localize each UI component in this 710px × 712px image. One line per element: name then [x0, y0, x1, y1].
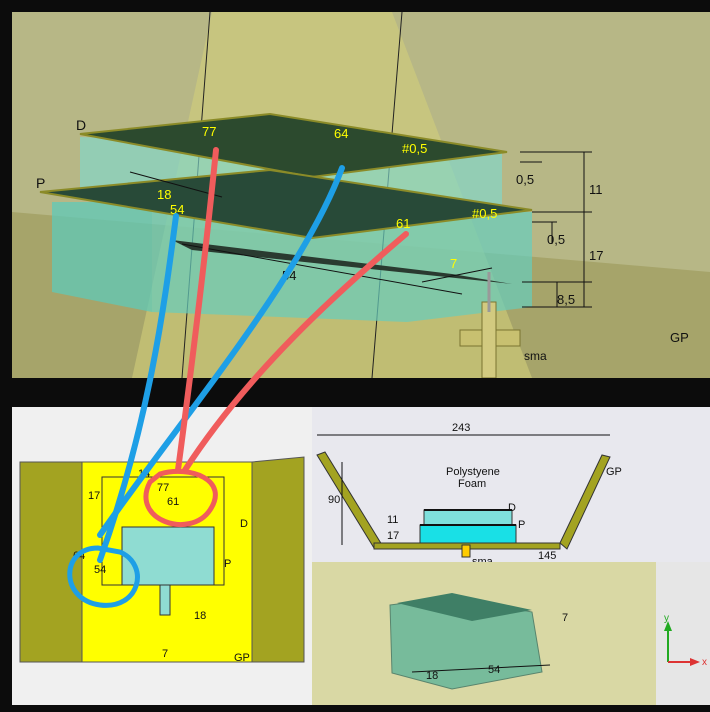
section-sma — [461, 544, 471, 558]
section-dim-top-width: 243 — [452, 422, 470, 434]
dim-p-width: 54 — [170, 202, 184, 217]
dim-feed-length: 54 — [282, 268, 296, 283]
dim-p-length: 61 — [396, 216, 410, 231]
plan-patch — [121, 526, 215, 586]
iso-dim-feed-7: 7 — [562, 612, 568, 624]
section-label-patch: P — [518, 519, 525, 531]
plan-feed — [159, 584, 171, 616]
section-foam-upper — [423, 509, 513, 527]
label-patch: P — [36, 175, 45, 191]
label-director: D — [76, 117, 86, 133]
iso-director-plate — [397, 593, 532, 621]
plan-gp-left — [19, 461, 83, 663]
section-foam-lower — [419, 524, 517, 544]
iso-dim-feed-54: 54 — [488, 664, 500, 676]
plan-gp-right — [251, 456, 305, 663]
section-gp-right — [559, 454, 611, 550]
axis-x-arrow — [690, 658, 700, 666]
dim-gap-18: 18 — [157, 187, 171, 202]
dim-d-width: 77 — [202, 124, 216, 139]
dim-h-17: 17 — [589, 248, 603, 263]
plan-dim-feed-18: 18 — [194, 610, 206, 622]
dim-d-length: 64 — [334, 126, 348, 141]
section-dim-height: 90 — [328, 494, 340, 506]
section-foam-label-1: Polystyene — [446, 466, 500, 478]
plan-dim-d-length: 64 — [73, 550, 85, 562]
top-3d-svg: D P GP sma 77 64 #0,5 54 61 #0,5 18 54 7… — [12, 12, 710, 378]
axis-x-label: x — [702, 657, 707, 668]
dim-h-85: 8,5 — [557, 292, 575, 307]
section-label-gp: GP — [606, 466, 622, 478]
director-plate — [79, 112, 508, 179]
plan-label-gp: GP — [234, 652, 250, 664]
dim-t1: 0,5 — [516, 172, 534, 187]
plan-dim-feed-7: 7 — [162, 648, 168, 660]
label-sma: sma — [524, 349, 547, 363]
axis-y-arrow — [664, 621, 672, 631]
section-foam-label-2: Foam — [458, 478, 486, 490]
sma-connector — [481, 301, 497, 378]
section-dim-base: 145 — [538, 550, 556, 562]
plan-dim-offset-17: 17 — [88, 490, 100, 502]
iso-axes-bg — [656, 562, 710, 705]
axis-y-label: y — [664, 613, 669, 624]
dim-line-feed-width — [421, 267, 493, 283]
dim-t2: 0,5 — [547, 232, 565, 247]
section-dim-h-11: 11 — [387, 514, 398, 526]
bottom-svg: 14 17 77 61 64 54 18 7 D P GP 243 90 11 … — [12, 407, 710, 705]
plan-dim-d-width: 77 — [157, 482, 169, 494]
iso-dim-line — [411, 664, 551, 673]
iso-dim-gap-18: 18 — [426, 670, 438, 682]
section-dim-h-17: 17 — [387, 530, 399, 542]
plan-dim-offset-14: 14 — [138, 468, 150, 480]
bottom-panel: 14 17 77 61 64 54 18 7 D P GP 243 90 11 … — [12, 407, 710, 705]
plan-dim-p-width: 54 — [94, 564, 106, 576]
plan-label-patch: P — [224, 558, 231, 570]
dim-d-thickness: #0,5 — [402, 141, 427, 156]
dim-h-11: 11 — [589, 182, 603, 197]
top-3d-view: D P GP sma 77 64 #0,5 54 61 #0,5 18 54 7… — [12, 12, 710, 378]
plan-label-director: D — [240, 518, 248, 530]
dim-p-thickness: #0,5 — [472, 206, 497, 221]
dim-feed-width: 7 — [450, 256, 457, 271]
plan-dim-p-length: 61 — [167, 496, 179, 508]
label-ground-plane: GP — [670, 330, 689, 345]
section-label-director: D — [508, 502, 516, 514]
